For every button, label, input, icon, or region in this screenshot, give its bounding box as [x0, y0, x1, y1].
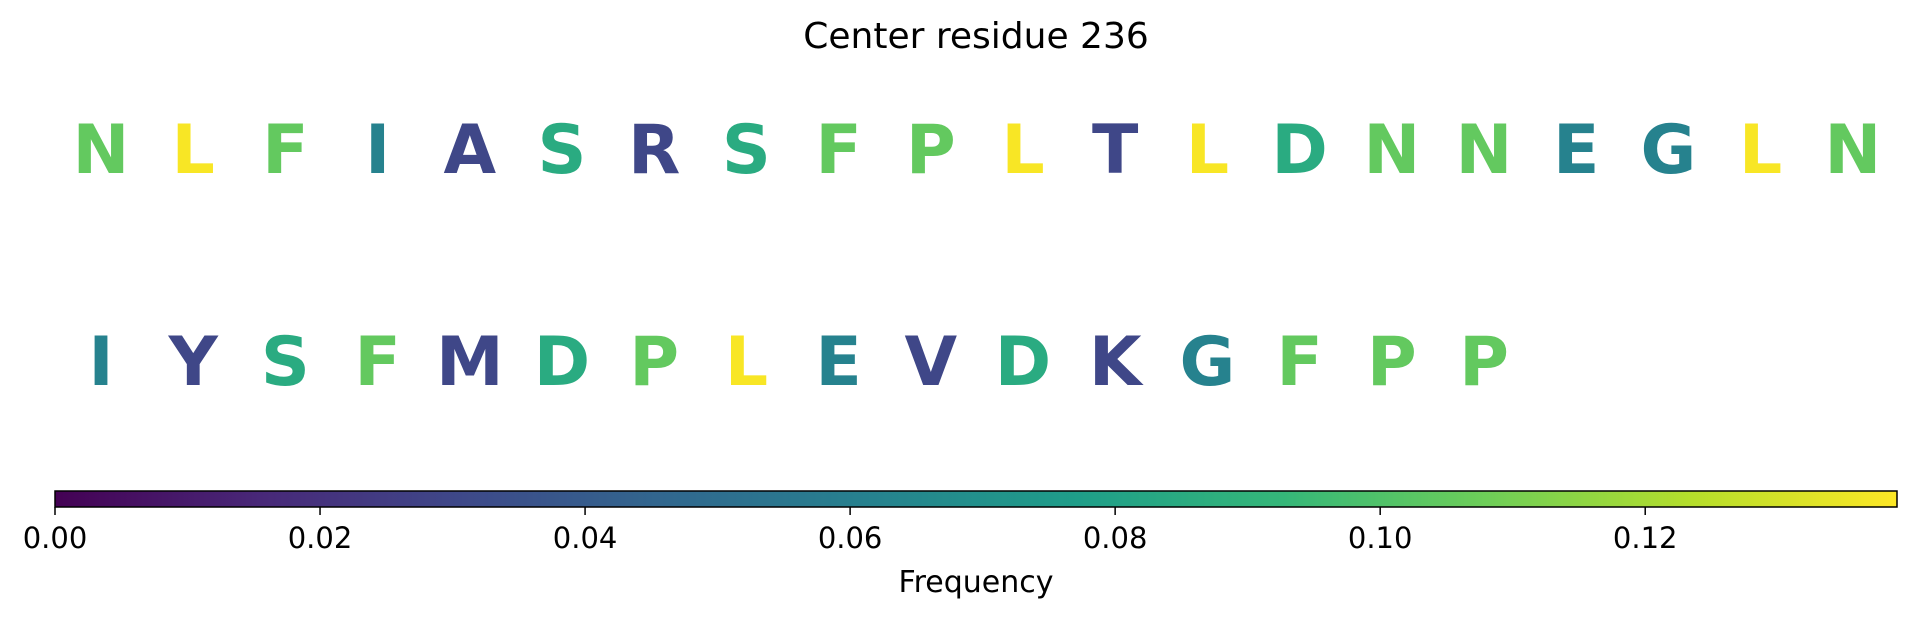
- colorbar-label: Frequency: [899, 565, 1054, 600]
- residue-letter: L: [1001, 111, 1044, 190]
- residue-letter: L: [172, 111, 215, 190]
- residue-letter: G: [1179, 323, 1235, 402]
- residue-letter: I: [365, 111, 390, 190]
- colorbar-tick-label: 0.10: [1348, 521, 1413, 555]
- colorbar-ticks: 0.00 0.02 0.04 0.06 0.08 0.10 0.12: [23, 507, 1678, 555]
- colorbar-gradient: [54, 490, 1898, 508]
- residue-letter: N: [1824, 111, 1881, 190]
- residue-letter: N: [1363, 111, 1420, 190]
- residue-letter: P: [1459, 323, 1509, 402]
- residue-letter: L: [725, 323, 768, 402]
- residue-letter: E: [815, 323, 861, 402]
- chart-title: Center residue 236: [803, 16, 1149, 57]
- residue-letter: S: [261, 323, 310, 402]
- colorbar-tick-label: 0.06: [818, 521, 883, 555]
- residue-letter: V: [904, 323, 957, 402]
- residue-letter: T: [1092, 111, 1139, 190]
- residue-letter: F: [262, 111, 308, 190]
- colorbar-tick-label: 0.04: [553, 521, 618, 555]
- residue-letter: D: [995, 323, 1051, 402]
- colorbar-tick-label: 0.00: [23, 521, 88, 555]
- residue-letter: K: [1089, 323, 1144, 402]
- residue-letter: D: [534, 323, 590, 402]
- residue-letter: S: [538, 111, 587, 190]
- residue-letter: Y: [168, 323, 219, 402]
- residue-letter: F: [354, 323, 400, 402]
- colorbar-tick-label: 0.12: [1613, 521, 1678, 555]
- colorbar-tick-label: 0.02: [288, 521, 353, 555]
- residue-letter: P: [629, 323, 679, 402]
- residue-letter: A: [443, 111, 496, 190]
- residue-letter: M: [436, 323, 504, 402]
- residue-letter: P: [1367, 323, 1417, 402]
- residue-letter: F: [1276, 323, 1322, 402]
- colorbar: 0.00 0.02 0.04 0.06 0.08 0.10 0.12 Frequency: [23, 490, 1898, 600]
- residue-letter: E: [1553, 111, 1599, 190]
- residue-letter: L: [1739, 111, 1782, 190]
- residue-letter: N: [1456, 111, 1513, 190]
- residue-letter: F: [815, 111, 861, 190]
- residue-letter: L: [1186, 111, 1229, 190]
- residue-letter: N: [73, 111, 130, 190]
- residue-letter: S: [722, 111, 771, 190]
- residue-letter: D: [1271, 111, 1327, 190]
- residue-letter: I: [88, 323, 113, 402]
- residue-letter: P: [906, 111, 956, 190]
- residue-letter: G: [1640, 111, 1696, 190]
- residue-letter: R: [628, 111, 680, 190]
- colorbar-tick-label: 0.08: [1083, 521, 1148, 555]
